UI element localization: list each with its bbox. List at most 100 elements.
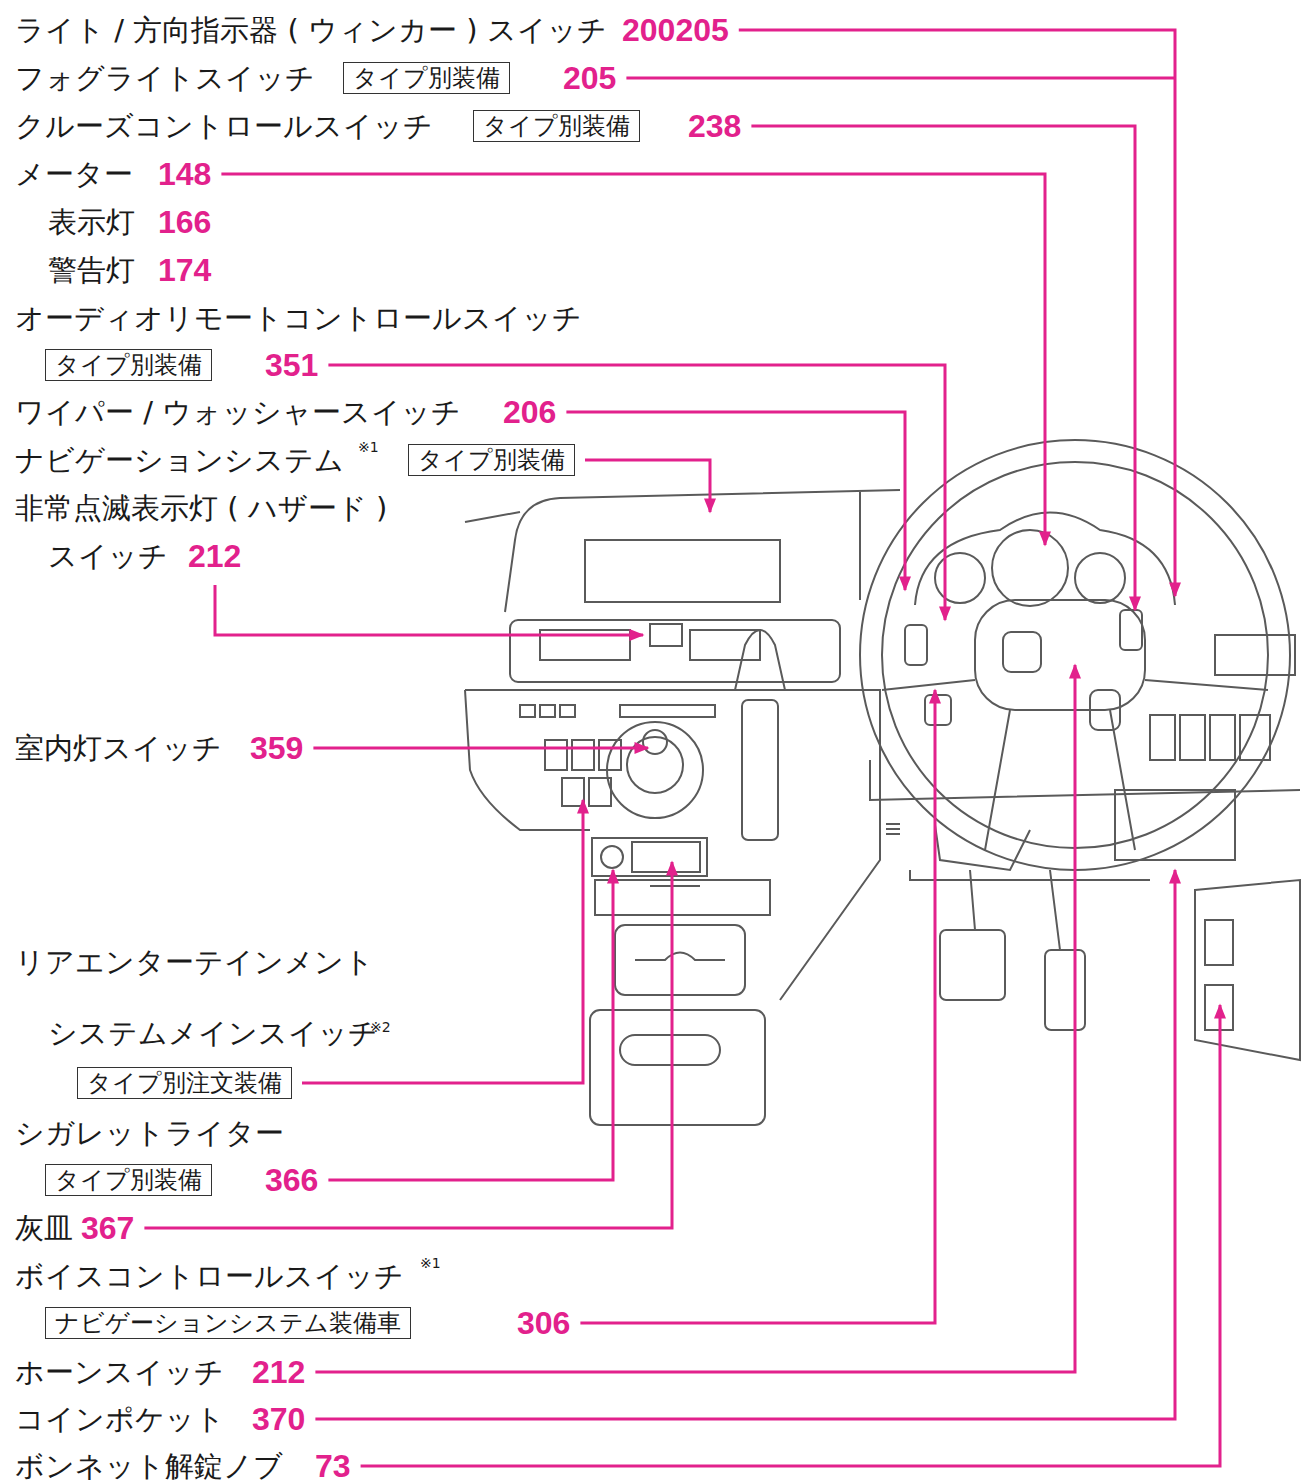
part-label: ボイスコントロールスイッチ — [15, 1258, 404, 1294]
panel-button — [545, 740, 567, 770]
center-panel — [510, 620, 840, 682]
steering-rim — [860, 440, 1290, 870]
leader-line — [585, 460, 710, 512]
console-top — [592, 838, 707, 876]
dash-top-line — [465, 512, 520, 522]
side-panel-slot — [1205, 985, 1233, 1030]
control-knob — [627, 737, 683, 793]
gauge — [992, 530, 1068, 606]
leader-line — [302, 800, 583, 1083]
equipment-tag: タイプ別装備 — [343, 62, 510, 94]
page-number: 370 — [252, 1401, 305, 1437]
panel-button — [562, 778, 584, 806]
page-number: 351 — [265, 347, 318, 383]
nav-hood-side — [859, 492, 861, 600]
console-box — [590, 1010, 765, 1125]
leader-line — [315, 870, 1175, 1419]
leader-line — [751, 126, 1135, 610]
part-label: ワイパー / ウォッシャースイッチ — [15, 394, 461, 430]
equipment-tag-text: タイプ別注文装備 — [87, 1069, 282, 1097]
air-vent — [540, 630, 630, 660]
part-label: メーター — [15, 156, 133, 192]
right-vent — [1215, 635, 1295, 675]
control-knob — [643, 730, 667, 754]
part-label: ライト / 方向指示器 ( ウィンカー ) スイッチ — [15, 12, 607, 48]
leader-line — [215, 585, 643, 635]
brake-pedal — [940, 930, 1005, 1000]
page-number: 306 — [517, 1305, 570, 1341]
shift-knob — [735, 630, 785, 690]
leader-line — [313, 747, 648, 750]
hazard-button — [650, 624, 682, 646]
leader-line — [580, 690, 935, 1323]
steering-switch — [1090, 690, 1120, 730]
steering-switch — [925, 695, 951, 725]
leader-line — [328, 870, 613, 1180]
equipment-tag: タイプ別装備 — [45, 1164, 212, 1196]
footnote-mark: ※2 — [370, 1019, 391, 1035]
page-number: 367 — [81, 1210, 134, 1246]
leader-line — [626, 77, 1175, 80]
console-pocket — [615, 925, 745, 995]
part-label: リアエンターテインメント システムメインスイッチ — [0, 927, 448, 1069]
leader-line — [328, 365, 945, 620]
panel-button — [560, 705, 575, 717]
panel-button — [572, 740, 594, 770]
part-label: フォグライトスイッチ — [15, 60, 315, 96]
footnote-mark: ※1 — [420, 1255, 441, 1271]
part-label: ホーンスイッチ — [15, 1354, 224, 1390]
page-number: 366 — [265, 1162, 318, 1198]
honda-logo — [1003, 632, 1041, 672]
equipment-tag-text: タイプ別装備 — [55, 1166, 202, 1194]
steering-switch — [905, 625, 927, 665]
console-tray — [595, 880, 770, 915]
leader-line — [739, 30, 1175, 596]
page-number: 200205 — [622, 12, 729, 48]
console-handle — [620, 1035, 720, 1065]
console-frame — [770, 690, 880, 1000]
lower-dash-right — [870, 760, 1300, 800]
shift-gate — [742, 700, 778, 840]
cigarette-socket — [601, 846, 623, 868]
equipment-tag-text: ナビゲーションシステム装備車 — [55, 1309, 401, 1337]
knee-panel — [910, 870, 1150, 880]
part-label: オーディオリモートコントロールスイッチ — [15, 300, 582, 336]
control-knob — [607, 722, 703, 818]
nav-screen — [585, 540, 780, 602]
equipment-tag-text: タイプ別装備 — [483, 112, 630, 140]
equipment-tag: タイプ別装備 — [473, 110, 640, 142]
part-label: 表示灯 — [48, 204, 135, 240]
page-number: 359 — [250, 730, 303, 766]
footnote-mark: ※1 — [358, 439, 379, 455]
part-label: ナビゲーションシステム — [15, 442, 344, 478]
air-vent — [690, 630, 760, 660]
equipment-tag: ナビゲーションシステム装備車 — [45, 1307, 411, 1339]
page-number: 212 — [252, 1354, 305, 1390]
page-number: 212 — [188, 538, 241, 574]
side-panel-slot — [1205, 920, 1233, 965]
part-label: クルーズコントロールスイッチ — [15, 108, 433, 144]
page-number: 206 — [503, 394, 556, 430]
part-label: シガレットライター — [15, 1115, 284, 1151]
page-number: 73 — [315, 1448, 351, 1484]
meter-hood — [915, 513, 1175, 606]
switch-strip — [620, 705, 715, 717]
steering-column — [935, 825, 1030, 870]
part-label: 警告灯 — [48, 252, 135, 288]
leader-line — [221, 174, 1045, 545]
page-number: 174 — [158, 252, 211, 288]
pocket-edge — [635, 953, 725, 961]
page-number: 148 — [158, 156, 211, 192]
leader-line — [315, 665, 1075, 1372]
right-switch — [1240, 715, 1270, 760]
page-number: 166 — [158, 204, 211, 240]
accelerator-pedal — [1045, 950, 1085, 1030]
equipment-tag-text: タイプ別装備 — [353, 64, 500, 92]
part-label: 室内灯スイッチ — [15, 730, 222, 766]
tray-slot — [650, 885, 700, 887]
right-switch — [1150, 715, 1175, 760]
equipment-tag-text: タイプ別装備 — [418, 446, 565, 474]
leader-line — [144, 862, 672, 1228]
